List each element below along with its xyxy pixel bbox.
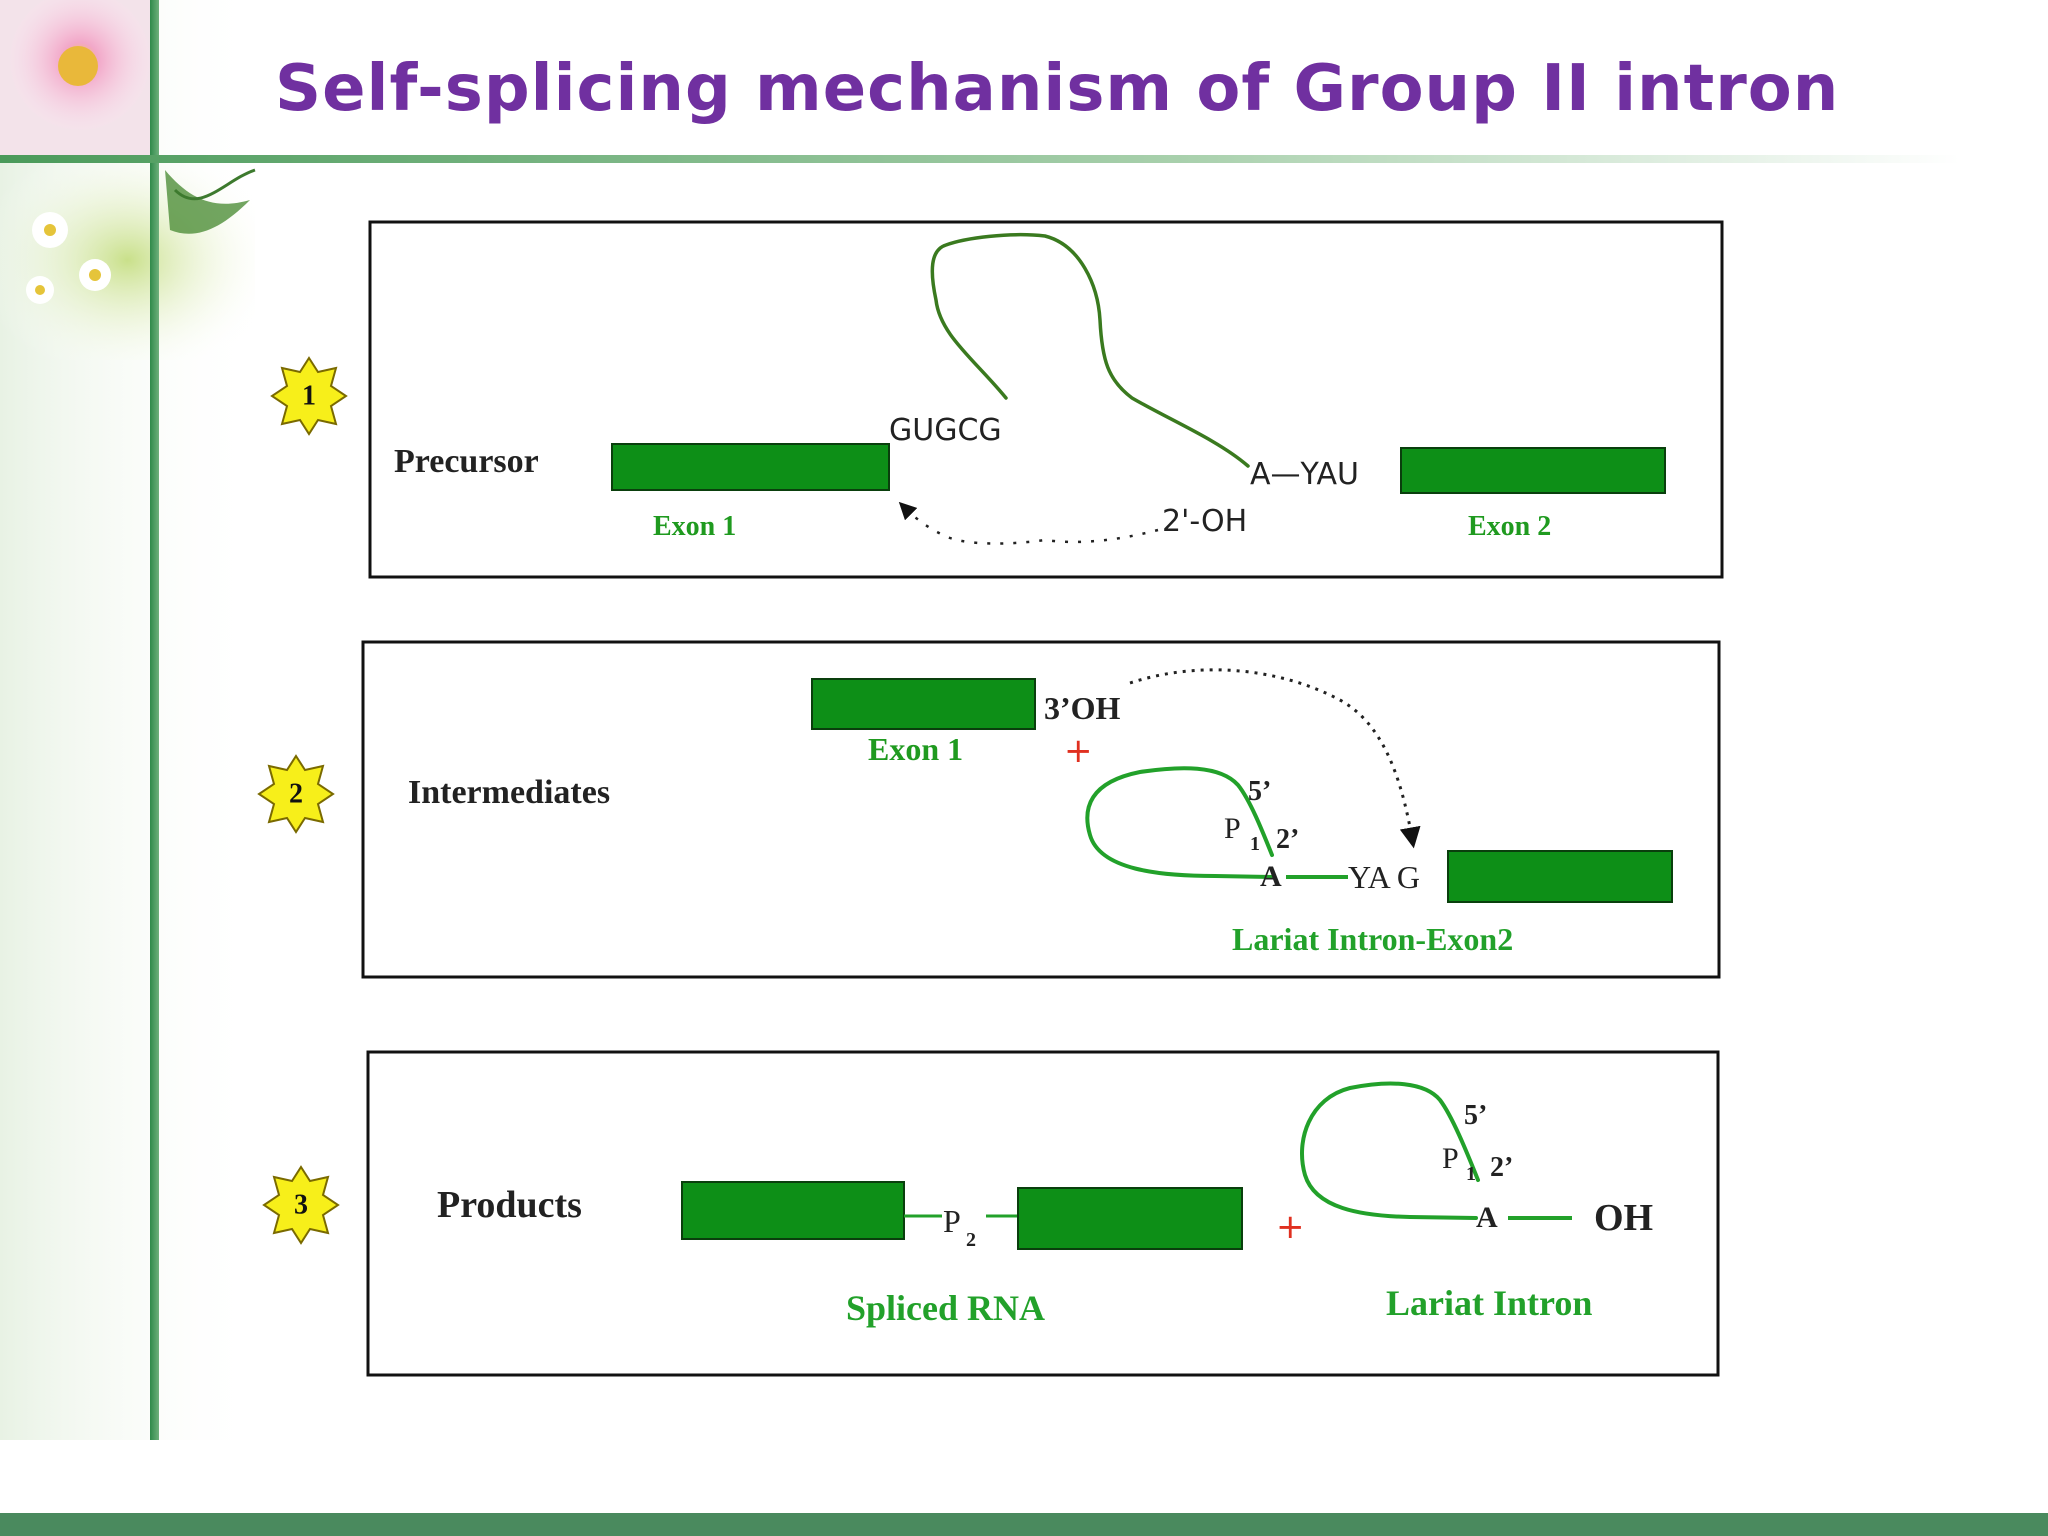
- step-badge-3: [262, 1165, 340, 1245]
- products-label: Products: [437, 1184, 582, 1226]
- sequence-gugcg: GUGCG: [889, 413, 1002, 448]
- step-number: 2: [289, 778, 303, 809]
- exon2-box: [1017, 1187, 1243, 1250]
- branch-sequence: A—YAU: [1250, 457, 1359, 492]
- phosphate-label: P: [1442, 1142, 1459, 1175]
- lariat-loop: [1300, 1081, 1480, 1220]
- branch-adenosine: A: [1260, 860, 1282, 893]
- exon1-box: [811, 678, 1036, 730]
- panel-products: 3 Products P 2 + 5’ P 1 2’ A OH Spliced …: [262, 1050, 1720, 1377]
- step-badge-2: [257, 754, 335, 834]
- plus-sign: +: [1064, 731, 1093, 771]
- plus-sign: +: [1276, 1207, 1305, 1247]
- phosphate-label: P: [1224, 812, 1241, 845]
- phosphate-label: P: [943, 1203, 961, 1239]
- phosphate-subscript: 1: [1466, 1163, 1476, 1185]
- hydroxyl-label: 2'-OH: [1162, 504, 1247, 539]
- page-title: Self-splicing mechanism of Group II intr…: [275, 52, 1840, 126]
- panel-precursor: 1 Precursor Exon 1 Exon 2 GUGCG A—YAU 2'…: [270, 220, 1724, 579]
- two-prime-label: 2’: [1276, 824, 1299, 855]
- hydroxyl-label: OH: [1594, 1197, 1653, 1239]
- intermediates-label: Intermediates: [408, 774, 610, 811]
- step-number: 3: [294, 1189, 308, 1220]
- precursor-label: Precursor: [394, 443, 539, 480]
- lariat-exon2-caption: Lariat Intron-Exon2: [1232, 921, 1513, 957]
- intron-loop: [930, 233, 1250, 468]
- spliced-rna-caption: Spliced RNA: [846, 1288, 1045, 1328]
- five-prime-label: 5’: [1464, 1100, 1487, 1131]
- five-prime-label: 5’: [1248, 776, 1271, 807]
- lariat-intron-caption: Lariat Intron: [1386, 1283, 1592, 1323]
- panel-intermediates: 2 Intermediates 3’OH Exon 1 + 5’ P 1 2’ …: [257, 640, 1721, 979]
- attack-arrow: [1129, 668, 1421, 849]
- exon2-box: [1447, 850, 1673, 903]
- lariat-loop: [1085, 766, 1274, 879]
- two-prime-label: 2’: [1490, 1152, 1513, 1183]
- step-badge-1: [270, 356, 348, 436]
- phosphate-subscript: 2: [966, 1229, 976, 1251]
- hydroxyl-label: 3’OH: [1044, 690, 1121, 726]
- exon2-box: [1400, 447, 1666, 494]
- step-number: 1: [302, 380, 316, 411]
- exon1-box: [611, 443, 890, 491]
- exon1-box: [681, 1181, 905, 1240]
- yag-sequence: YA G: [1348, 859, 1420, 895]
- exon1-label: Exon 1: [868, 731, 963, 767]
- phosphate-subscript: 1: [1250, 833, 1260, 855]
- branch-adenosine: A: [1476, 1201, 1498, 1234]
- exon2-label: Exon 2: [1468, 511, 1551, 542]
- exon1-label: Exon 1: [653, 511, 736, 542]
